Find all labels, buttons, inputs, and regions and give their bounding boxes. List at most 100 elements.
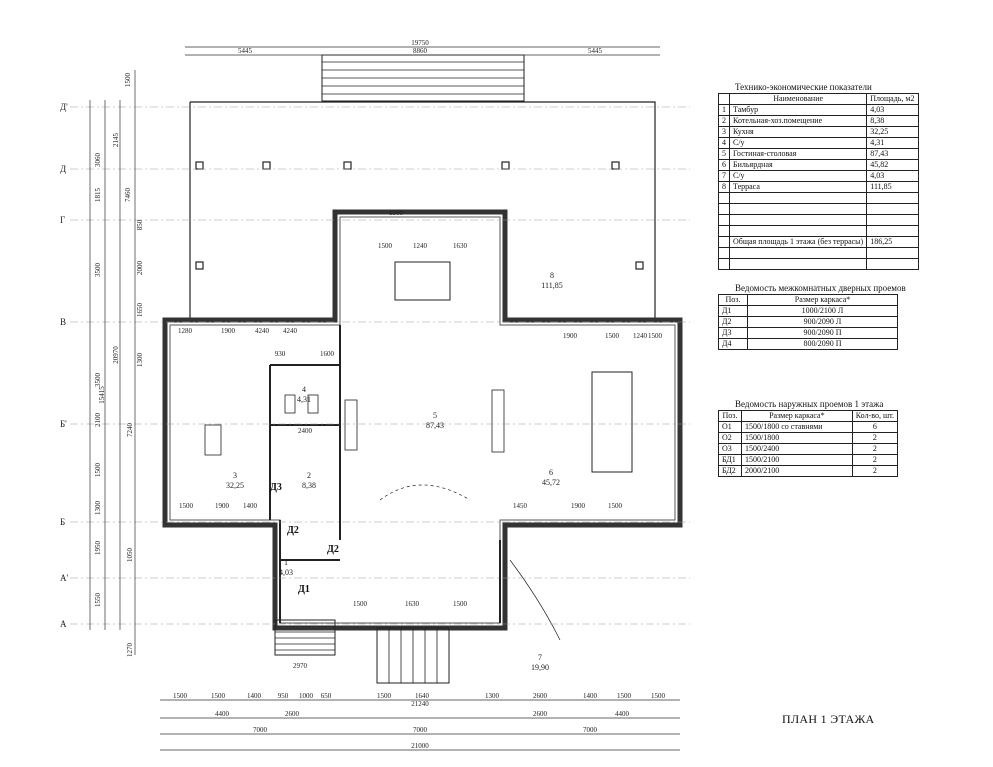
doors-head-size: Размер каркаса* bbox=[747, 294, 898, 306]
windows-head-qty: Кол-во, шт. bbox=[851, 410, 899, 422]
tech-row-cell: 8 bbox=[718, 181, 730, 193]
room-area: 45,72 bbox=[542, 478, 560, 487]
dimension-label: 7000 bbox=[583, 726, 598, 734]
dimension-label: 1500 bbox=[605, 332, 620, 340]
tech-row-empty-cell bbox=[728, 192, 868, 204]
dimension-label: 20970 bbox=[112, 346, 120, 364]
tech-row-empty-cell bbox=[728, 203, 868, 215]
room-number: 2 bbox=[307, 471, 311, 480]
windows-row-cell: 1500/1800 bbox=[741, 432, 853, 444]
dimension-label: 1500 bbox=[179, 502, 194, 510]
room-area: 8,38 bbox=[302, 481, 316, 490]
room7-outline bbox=[509, 559, 561, 641]
dimension-label: 1400 bbox=[583, 692, 598, 700]
tech-row-empty-cell bbox=[866, 192, 919, 204]
dimension-label: 1500 bbox=[124, 73, 132, 88]
windows-row-cell: 2 bbox=[851, 465, 899, 477]
room-number: 5 bbox=[433, 411, 437, 420]
plan-walls bbox=[162, 54, 683, 684]
plan-title: ПЛАН 1 ЭТАЖА bbox=[782, 712, 875, 726]
dimension-label: 2100 bbox=[94, 413, 102, 428]
windows-row-cell: 2 bbox=[851, 432, 899, 444]
dimension-label: 1900 bbox=[571, 502, 586, 510]
axis-label: А bbox=[60, 619, 67, 629]
dimension-label: 1280 bbox=[178, 327, 193, 335]
tech-row-cell: Бильярдная bbox=[728, 159, 868, 171]
tech-row-empty-cell bbox=[718, 247, 730, 259]
tech-table-title: Технико-экономические показатели bbox=[735, 82, 872, 92]
sofa-right bbox=[491, 389, 505, 453]
dimension-label: 4240 bbox=[255, 327, 270, 335]
tech-row-empty bbox=[718, 258, 919, 270]
dimension-label: 1500 bbox=[608, 502, 623, 510]
tech-row-empty-cell bbox=[728, 225, 868, 237]
dimension-label: 1900 bbox=[563, 332, 578, 340]
tech-head-area: Площадь, м2 bbox=[866, 93, 919, 105]
room-number: 4 bbox=[302, 385, 306, 394]
doors-row-cell: 800/2090 П bbox=[747, 338, 898, 350]
dimension-label: 1500 bbox=[651, 692, 666, 700]
dimension-label: 850 bbox=[136, 219, 144, 230]
room-area: 4,03 bbox=[279, 568, 293, 577]
room-area: 87,43 bbox=[426, 421, 444, 430]
tech-row-empty-cell bbox=[866, 214, 919, 226]
dimension-label: 1500 bbox=[94, 463, 102, 478]
tech-row-empty bbox=[718, 203, 919, 215]
exterior-wall-inner-line bbox=[169, 216, 676, 624]
doors-row-cell: Д3 bbox=[718, 327, 748, 339]
dimension-label: 19750 bbox=[411, 39, 429, 47]
tech-row-cell: 45,82 bbox=[866, 159, 919, 171]
dimension-label: 7460 bbox=[124, 188, 132, 203]
tech-row-cell: 1 bbox=[718, 104, 730, 116]
doors-table-title: Ведомость межкомнатных дверных проемов bbox=[735, 283, 906, 293]
tech-row-cell: 111,85 bbox=[866, 181, 919, 193]
tech-row-empty bbox=[718, 247, 919, 259]
dimension-label: 21240 bbox=[411, 700, 429, 708]
room-area: 111,85 bbox=[541, 281, 562, 290]
room-number: 8 bbox=[550, 271, 554, 280]
dimension-label: 3500 bbox=[94, 263, 102, 278]
dimension-label: 2000 bbox=[136, 261, 144, 276]
dimension-label: 2145 bbox=[112, 133, 120, 148]
room-number: 7 bbox=[538, 653, 542, 662]
windows-row-cell: БД2 bbox=[718, 465, 742, 477]
tech-row-cell: 6 bbox=[718, 159, 730, 171]
dimension-label: 1500 bbox=[353, 600, 368, 608]
windows-table-title: Ведомость наружных проемов 1 этажа bbox=[735, 399, 884, 409]
dimension-label: 1270 bbox=[126, 643, 134, 658]
doors-table-header: Поз. Размер каркаса* bbox=[718, 294, 898, 306]
tech-row-empty-cell bbox=[866, 258, 919, 270]
tech-row-cell: 4,31 bbox=[866, 137, 919, 149]
dimension-label: 1450 bbox=[513, 502, 528, 510]
dimension-label: 3500 bbox=[94, 373, 102, 388]
tech-row-total-cell: Общая площадь 1 этажа (без террасы) bbox=[728, 236, 868, 248]
dimension-label: 2600 bbox=[533, 692, 548, 700]
dimension-label: 1500 bbox=[617, 692, 632, 700]
tech-row-total: Общая площадь 1 этажа (без террасы)186,2… bbox=[718, 236, 919, 248]
door-tag: Д1 bbox=[298, 584, 310, 595]
windows-row-cell: 1500/2400 bbox=[741, 443, 853, 455]
axis-label: Г bbox=[60, 215, 65, 225]
axis-label: В bbox=[60, 317, 66, 327]
billiard-table bbox=[591, 371, 633, 473]
dimension-label: 1300 bbox=[485, 692, 500, 700]
tech-row-empty-cell bbox=[718, 214, 730, 226]
kitchen-island bbox=[204, 424, 222, 456]
tech-row-cell: С/у bbox=[728, 170, 868, 182]
dimension-label: 1650 bbox=[136, 303, 144, 318]
dimension-label: 1500 bbox=[211, 692, 226, 700]
door-swing-arc bbox=[379, 484, 471, 501]
dimension-label: 4240 bbox=[283, 327, 298, 335]
room-labels: 8111,85587,43645,72332,2528,3844,3114,03… bbox=[226, 271, 563, 672]
dimension-label: 2970 bbox=[293, 662, 308, 670]
tech-row-cell: 8,38 bbox=[866, 115, 919, 127]
dimension-label: 650 bbox=[321, 692, 332, 700]
